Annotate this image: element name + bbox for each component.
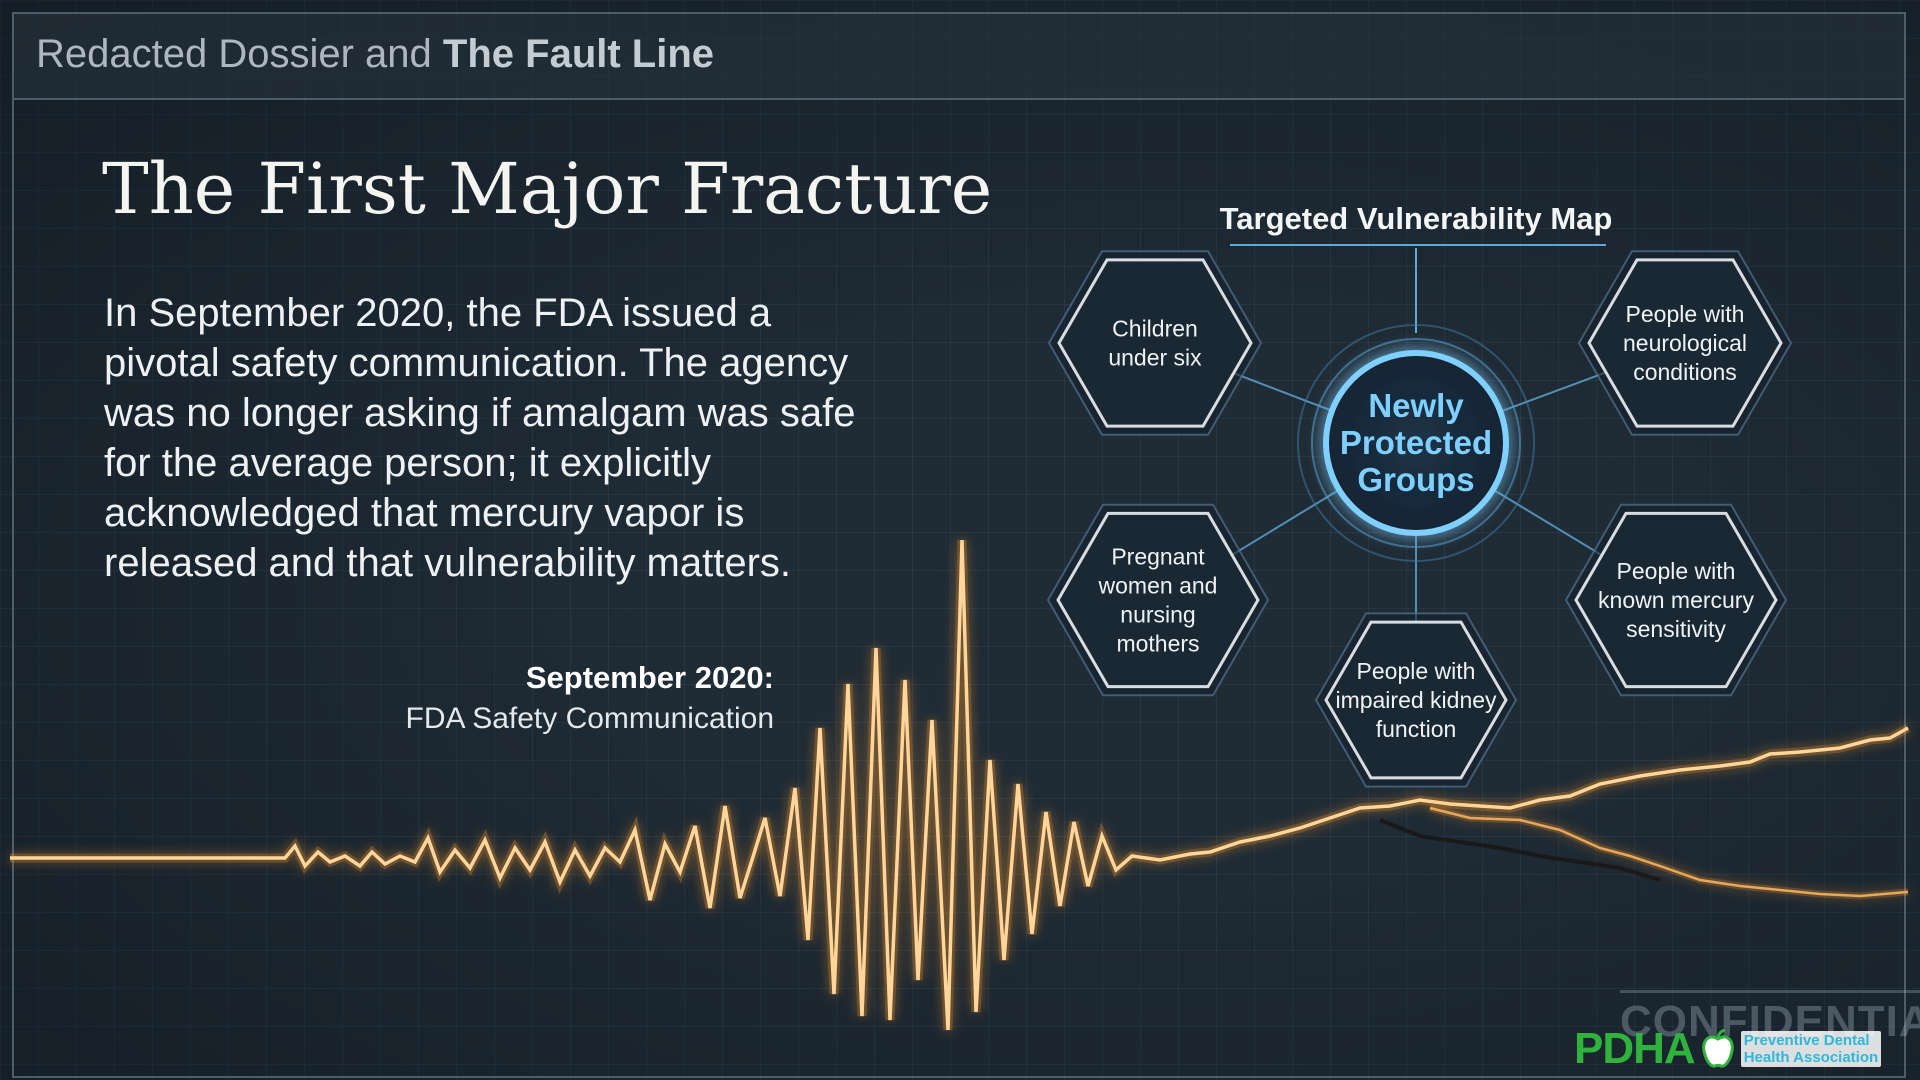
group-label-line: nursing [1120,602,1195,628]
map-title-group: Targeted Vulnerability Map [1220,201,1613,246]
group-label-line: conditions [1633,359,1737,385]
group-label-line: function [1376,716,1457,742]
seismo-line [10,539,1909,1031]
group-label-line: Children [1112,316,1198,342]
group-label-line: neurological [1623,330,1747,356]
group-label-line: impaired kidney [1335,687,1497,713]
event-date: September 2020: [525,660,774,695]
group-node-neuro: People with neurological conditions [1577,250,1793,436]
group-label-pregnant: Pregnant women and nursing mothers [1098,544,1218,657]
group-label-line: under six [1108,345,1202,371]
header-bar [12,12,1906,100]
header-title: Redacted Dossier and The Fault Line [36,32,714,77]
hex-inner [1574,511,1778,689]
group-label-kidney: People with impaired kidney function [1335,658,1497,742]
group-label-line: People with [1357,658,1476,684]
header-title-regular: Redacted Dossier and [36,32,432,76]
group-node-pregnant: Pregnant women and nursing mothers [1046,503,1270,697]
group-label-line: Pregnant [1111,544,1205,570]
hex-inner [1587,258,1783,428]
logo-line-2: Health Association [1743,1049,1879,1066]
slide-frame [12,12,1906,1078]
group-label-mercury: People with known mercury sensitivity [1598,558,1754,642]
group-label-line: People with [1626,301,1745,327]
fault-crack [1379,818,1661,882]
event-description: FDA Safety Communication [405,702,774,735]
group-node-kidney: People with impaired kidney function [1314,612,1518,788]
logo-line-1: Preventive Dental [1743,1032,1870,1049]
logo-mark: PDHA [1574,1024,1696,1073]
group-node-mercury: People with known mercury sensitivity [1564,503,1788,697]
apple-tooth-icon [1701,1029,1734,1068]
event-label: September 2020: FDA Safety Communication [406,660,774,736]
logo-subtitle: Preventive Dental Health Association [1740,1031,1882,1067]
slide-body-text: In September 2020, the FDA issued a pivo… [104,291,856,585]
fault-branch-line [1429,806,1909,898]
pdha-logo: PDHA Preventive Dental Health Associatio… [1574,1024,1882,1073]
group-label-line: known mercury [1598,587,1754,613]
group-label-line: People with [1617,558,1736,584]
center-label-line: Newly [1368,387,1464,424]
hex-inner [1057,258,1253,428]
map-title: Targeted Vulnerability Map [1220,201,1613,236]
header-title-bold: The Fault Line [442,32,715,76]
group-label-line: sensitivity [1626,616,1726,642]
center-label-line: Groups [1357,461,1474,498]
center-mid-ring [1311,338,1521,548]
group-label-neuro: People with neurological conditions [1623,301,1747,385]
group-node-children: Children under six [1047,250,1263,436]
center-outer-ring [1297,324,1535,562]
group-label-line: women and [1098,573,1218,599]
center-circle [1323,350,1509,536]
group-label-line: mothers [1116,631,1199,657]
slide-title: The First Major Fracture [102,148,993,230]
group-label-children: Children under six [1108,316,1202,371]
hex-inner [1324,620,1508,780]
center-label-line: Protected [1340,424,1492,461]
hex-inner [1056,511,1260,689]
